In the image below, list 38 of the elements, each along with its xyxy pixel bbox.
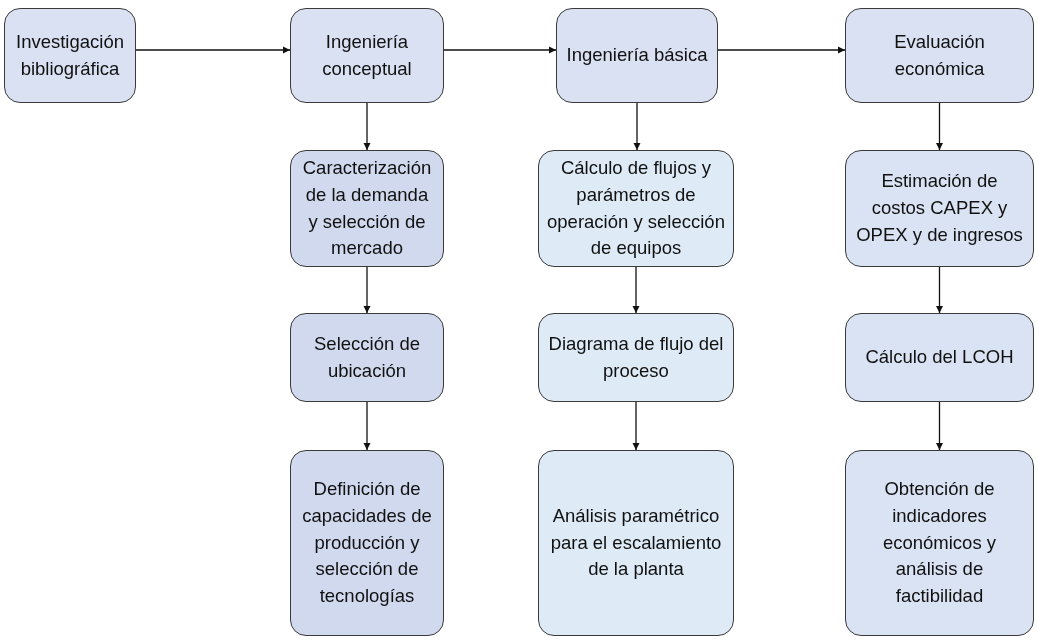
process-box xyxy=(290,313,444,402)
step-label: Investigación bibliográfica xyxy=(15,29,125,81)
step-label: Selección de ubicación xyxy=(313,331,421,383)
arrow xyxy=(135,46,291,54)
arrow xyxy=(632,401,640,451)
process-box xyxy=(290,8,444,103)
process-box xyxy=(845,150,1034,267)
arrow xyxy=(632,266,640,314)
step-label: Definición de capacidades de producción y selección de tecnologías xyxy=(301,476,433,609)
arrow xyxy=(633,102,641,151)
arrow xyxy=(936,401,943,451)
process-box xyxy=(845,313,1034,402)
step-label: Ingeniería conceptual xyxy=(321,29,413,81)
process-box xyxy=(538,450,734,636)
process-box xyxy=(556,8,718,103)
step-label: Evaluación económica xyxy=(893,29,986,81)
process-box xyxy=(290,150,444,267)
step-label: Ingeniería básica xyxy=(566,43,708,68)
arrow xyxy=(717,46,846,54)
arrow xyxy=(363,401,371,451)
process-box xyxy=(4,8,136,103)
step-label: Diagrama de flujo del proceso xyxy=(547,331,725,383)
step-label: Caracterización de la demanda y selección de mercado xyxy=(301,155,433,261)
process-box xyxy=(845,8,1034,103)
arrow xyxy=(363,102,371,151)
arrow xyxy=(936,102,943,151)
step-label: Obtención de indicadores económicos y análisis de factibilidad xyxy=(881,476,998,609)
arrow xyxy=(936,266,943,314)
step-label: Análisis paramétrico para el escalamiento de la planta xyxy=(549,503,723,582)
process-box xyxy=(538,313,734,402)
process-box xyxy=(538,150,734,267)
arrow xyxy=(363,266,371,314)
step-label: Cálculo del LCOH xyxy=(865,345,1014,370)
arrow xyxy=(443,46,557,54)
process-box xyxy=(845,450,1034,636)
step-label: Estimación de costos CAPEX y OPEX y de ingresos xyxy=(855,169,1024,247)
step-label: Cálculo de flujos y parámetros de operación y selección de equipos xyxy=(547,155,725,261)
process-box xyxy=(290,450,444,636)
